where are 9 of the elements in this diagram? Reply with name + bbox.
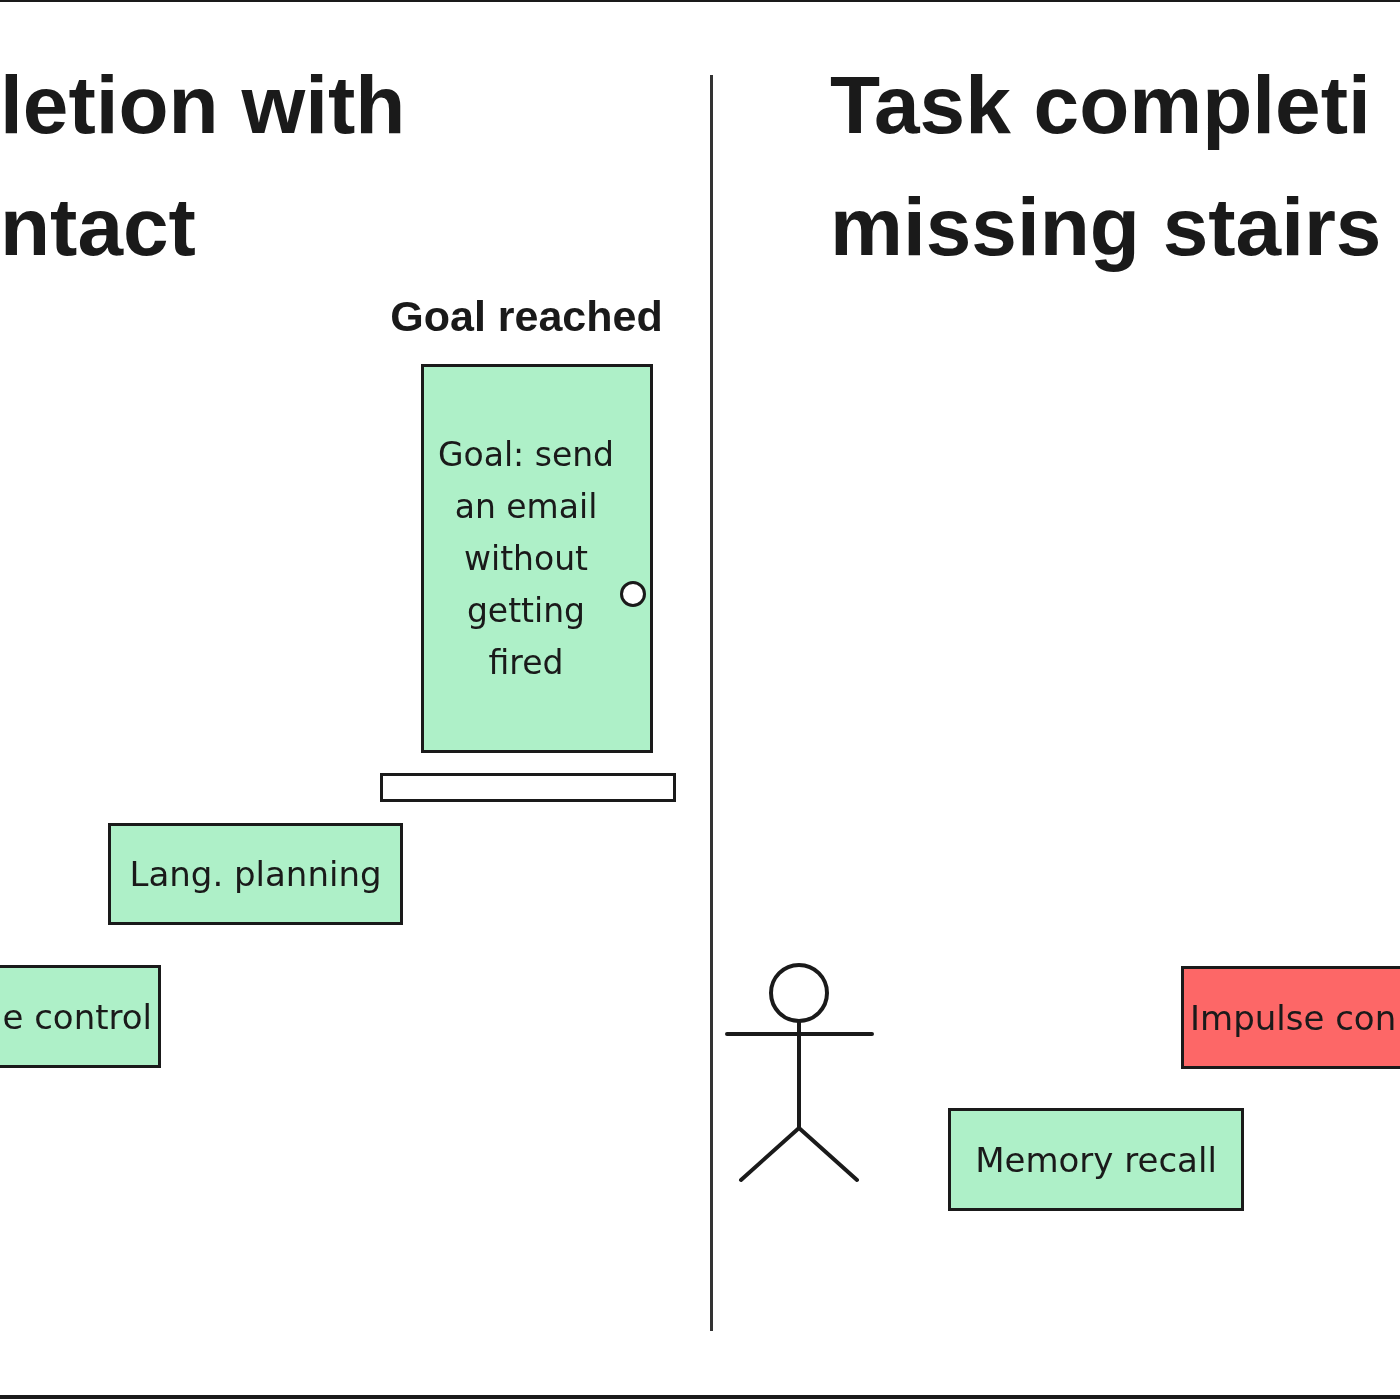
door-text: Goal: send an email without getting fired	[436, 433, 616, 684]
stair-step	[380, 773, 676, 802]
stair-step: Lang. planning	[108, 823, 403, 925]
stair-step: e control	[0, 965, 161, 1068]
stair-step: Impulse con	[1181, 966, 1400, 1069]
door-label: Goal reached	[390, 291, 663, 342]
stair-step: Memory recall	[948, 1108, 1244, 1211]
heading: Task completi missing stairs	[830, 58, 1383, 274]
heading: letion with ntact	[0, 58, 407, 274]
